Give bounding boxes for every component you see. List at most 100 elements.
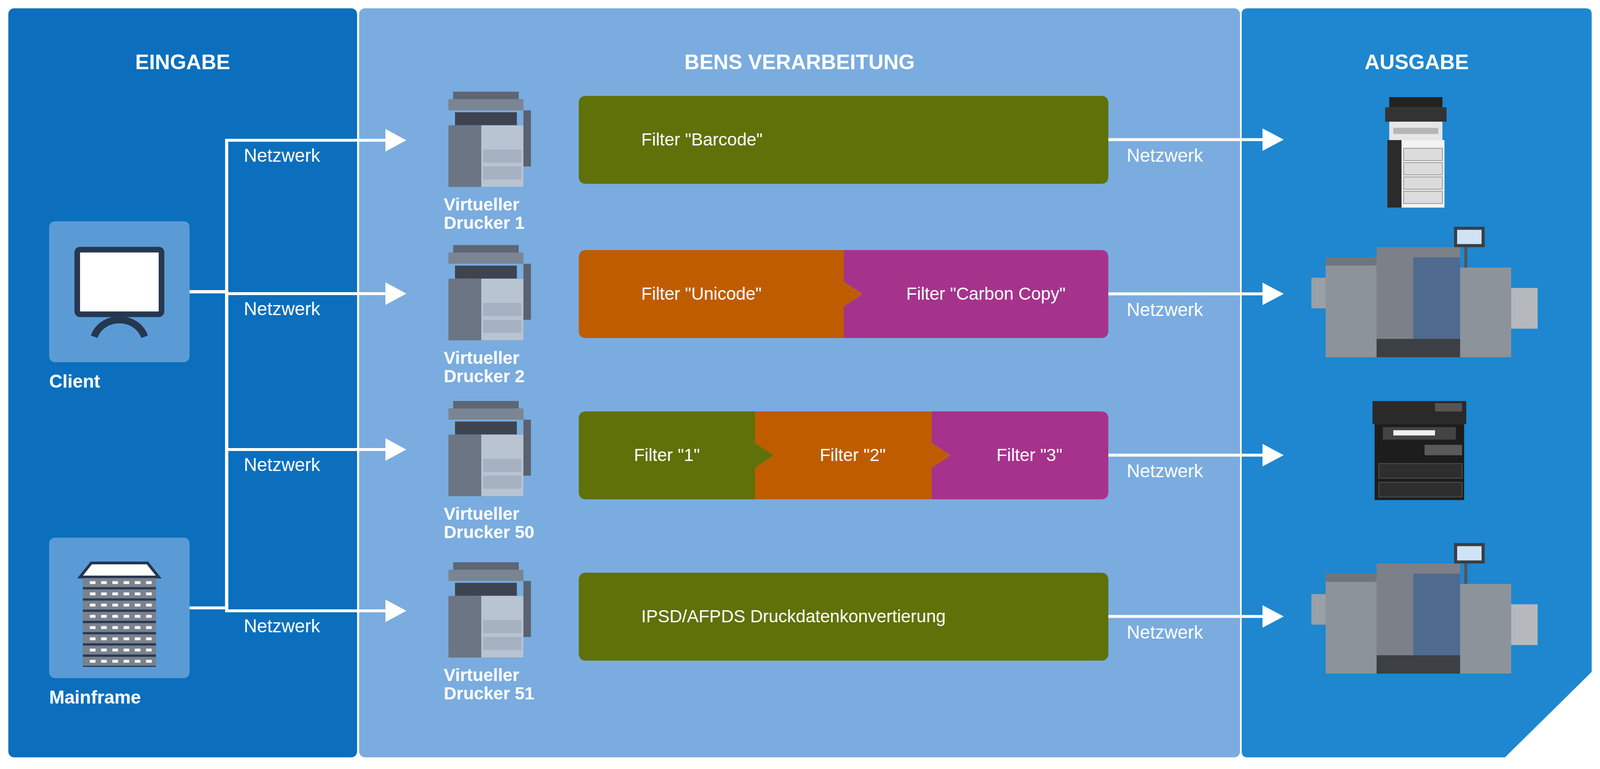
filter-box: Filter "Unicode"	[578, 250, 844, 338]
virtual-printer: Virtueller Drucker 51	[406, 562, 557, 703]
arrow-head	[385, 438, 407, 461]
network-line	[189, 607, 387, 611]
network-connector	[189, 282, 407, 608]
arrow-head	[385, 599, 407, 623]
filter-shape	[843, 250, 1109, 338]
virtual-printer-icon-part	[483, 620, 522, 633]
virtual-printer-icon-part	[481, 278, 524, 341]
virtual-printer-icon-part	[523, 580, 531, 637]
server-rack-icon	[49, 537, 190, 678]
virtual-printer-icon-part	[483, 166, 522, 180]
network-connector	[189, 599, 407, 623]
virtual-printer-icon-part	[448, 595, 524, 658]
filter-label: IPSD/AFPDS Druckdatenkonvertierung	[641, 606, 946, 626]
arrow-head	[385, 282, 407, 305]
server-rack-icon-part	[82, 576, 156, 667]
filter-label: Filter "1"	[633, 445, 700, 465]
filter-fill	[578, 95, 1109, 184]
output-panel-ground	[1241, 8, 1592, 758]
network-connector	[189, 438, 407, 608]
input-panel-ground	[8, 8, 358, 758]
virtual-printer-icon-part	[448, 99, 524, 111]
edge-label: Netzwerk	[243, 298, 320, 319]
virtual-printer-icon-part	[448, 252, 524, 264]
monitor-icon	[49, 221, 190, 363]
virtual-printer-icon-part	[448, 569, 524, 581]
virtual-printer-icon-part	[523, 263, 531, 320]
source-label: Client	[49, 371, 190, 392]
virtual-printer-icon-part	[483, 636, 522, 650]
output-arrows-part	[1262, 282, 1284, 305]
filter-fill	[931, 411, 1109, 500]
network-label: Netzwerk	[1126, 299, 1203, 320]
virtual-printer-label: Virtueller Drucker 50	[443, 504, 557, 542]
filter-label: Filter "Unicode"	[641, 284, 762, 304]
edge-label: Netzwerk	[243, 145, 320, 166]
office-printer	[1385, 97, 1447, 208]
network-line	[189, 140, 387, 608]
panel-title: AUSGABE	[1241, 50, 1592, 75]
filter-shape	[578, 250, 844, 338]
virtual-printer-icon-part	[453, 562, 520, 570]
virtual-printer-icon-part	[455, 112, 518, 125]
virtual-printer-icon-part	[523, 419, 531, 476]
virtual-printer-icon	[443, 400, 538, 498]
virtual-printer-icon-part	[483, 149, 522, 163]
output-arrows-part	[1108, 453, 1265, 457]
virtual-printer-icon-part	[455, 265, 518, 279]
filter-box: Filter "Barcode"	[578, 95, 1109, 184]
filter-box: Filter "Carbon Copy"	[843, 250, 1109, 338]
source-box: Mainframe	[49, 537, 190, 678]
output-arrows	[1108, 128, 1284, 628]
virtual-printer-icon-part	[448, 125, 524, 188]
filter-label: Filter "2"	[819, 445, 886, 465]
arrow-head	[385, 129, 407, 152]
filter-box: IPSD/AFPDS Druckdatenkonvertierung	[578, 572, 1109, 661]
virtual-printer-icon-part	[448, 278, 524, 341]
virtual-printer: Virtueller Drucker 2	[406, 245, 557, 386]
panel: AUSGABE	[1241, 8, 1592, 758]
virtual-printer-icon	[443, 91, 538, 189]
filter-shape	[578, 572, 1109, 661]
virtual-printer-icon-part	[481, 434, 524, 497]
filter-label: Filter "3"	[996, 445, 1063, 465]
virtual-printer-icon-part	[448, 408, 524, 420]
server-rack-icon-part	[82, 576, 156, 667]
virtual-printer-label: Virtueller Drucker 2	[443, 348, 557, 386]
filter-fill	[843, 250, 1109, 338]
edge-label: Netzwerk	[243, 454, 320, 475]
filter-fill	[755, 411, 932, 500]
filter-box: Filter "1"	[578, 411, 755, 500]
network-label: Netzwerk	[1126, 622, 1203, 643]
production-printer	[1311, 542, 1538, 674]
virtual-printer-icon-part	[483, 458, 522, 472]
network-connector	[189, 129, 407, 293]
office-printer	[1372, 400, 1467, 500]
filter-fill	[578, 411, 755, 500]
arrow-head	[385, 282, 407, 305]
output-arrows-part	[1262, 128, 1284, 151]
virtual-printer-icon-part	[481, 125, 524, 188]
chain-arrow	[931, 442, 951, 468]
output-arrows-part	[1108, 138, 1265, 142]
output-arrows-part	[1262, 443, 1284, 467]
filter-box: Filter "2"	[755, 411, 932, 500]
virtual-printer-icon-part	[523, 110, 531, 167]
arrow-head	[385, 438, 407, 461]
virtual-printer-icon	[443, 245, 538, 343]
chain-arrow	[755, 442, 774, 468]
virtual-printer-icon-part	[483, 319, 522, 333]
virtual-printer-icon-part	[455, 421, 518, 435]
server-rack-icon-part	[80, 562, 159, 578]
network-connector	[189, 129, 407, 608]
virtual-printer-icon-part	[453, 91, 520, 100]
network-connector	[189, 291, 407, 461]
virtual-printer-icon-part	[453, 400, 520, 409]
virtual-printer-icon-part	[483, 475, 522, 489]
network-line	[189, 291, 387, 450]
processing-panel-ground	[359, 8, 1240, 758]
output-arrows-part	[1262, 605, 1284, 628]
network-label: Netzwerk	[1126, 145, 1203, 166]
virtual-printer-icon-part	[481, 595, 524, 658]
